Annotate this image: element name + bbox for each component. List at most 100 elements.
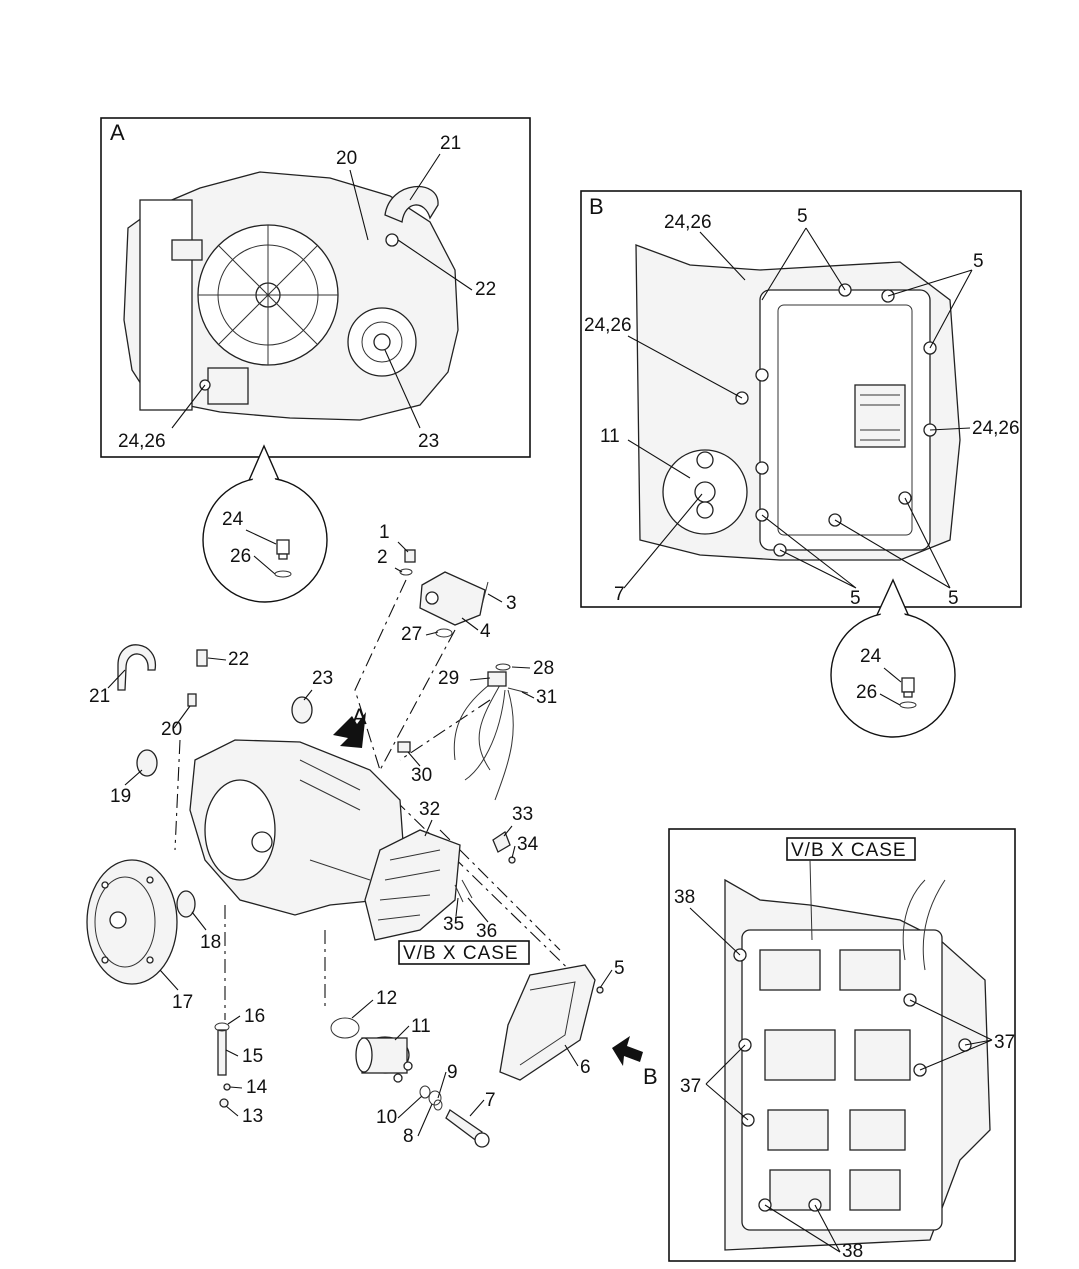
callout-b-24-26-top: 24,26 (664, 212, 712, 233)
wiring-harness (453, 671, 514, 801)
callout-vb-38-top: 38 (674, 887, 695, 908)
callout-20: 20 (161, 719, 182, 740)
callout-17: 17 (172, 992, 193, 1013)
torque-converter (86, 859, 178, 985)
callout-23: 23 (312, 668, 333, 689)
union-bolt-head (474, 1132, 490, 1148)
vb-case-label-box (398, 940, 530, 965)
view-arrow-a (333, 712, 366, 748)
bolt-13 (219, 1098, 229, 1108)
callout-a-21: 21 (440, 133, 461, 154)
sensor (419, 571, 486, 626)
callout-13: 13 (242, 1106, 263, 1127)
gasket-8 (428, 1090, 442, 1106)
callout-4: 4 (480, 621, 491, 642)
view-label-b: B (643, 1064, 658, 1089)
callout-30: 30 (411, 765, 432, 786)
gasket-10 (419, 1085, 431, 1099)
callout-35: 35 (443, 914, 464, 935)
callout-22: 22 (228, 649, 249, 670)
oil-seal (291, 696, 313, 724)
callout-19: 19 (110, 786, 131, 807)
callout-b-7: 7 (614, 584, 625, 605)
callout-vb-37-right: 37 (994, 1032, 1015, 1053)
detail-bubble-b: 24 26 (830, 578, 956, 738)
panel-b-detail: B 24,26 24,26 24,26 5 5 (580, 190, 1022, 609)
oil-pipe (117, 644, 156, 691)
detail-bubble-a: 24 26 (202, 444, 328, 603)
callout-b-5-bottom-left: 5 (850, 588, 861, 609)
callout-33: 33 (512, 804, 533, 825)
washer-2 (399, 568, 413, 576)
callout-a-22: 22 (475, 279, 496, 300)
callout-3: 3 (506, 593, 517, 614)
callout-36: 36 (476, 921, 497, 942)
clamp-30 (397, 741, 411, 753)
callout-2: 2 (377, 547, 388, 568)
washer-14 (223, 1083, 231, 1091)
callout-11: 11 (411, 1016, 431, 1037)
callout-b-24-26-right: 24,26 (972, 418, 1020, 439)
callout-21: 21 (89, 686, 110, 707)
callout-32: 32 (419, 799, 440, 820)
transaxle-case (189, 739, 406, 916)
callout-a-20: 20 (336, 148, 357, 169)
panel-vb-case-detail: V/B X CASE 38 37 37 38 (668, 828, 1016, 1262)
oil-pan (499, 964, 596, 1081)
callout-28: 28 (533, 658, 554, 679)
callout-bubble-a-26: 26 (230, 546, 251, 567)
callout-31: 31 (536, 687, 557, 708)
callout-b-5-bottom-right: 5 (948, 588, 959, 609)
bolts-35-36 (454, 879, 473, 903)
callout-b-24-26-left: 24,26 (584, 315, 632, 336)
callout-5: 5 (614, 958, 625, 979)
exploded-view: A B V/B X CASE 1 2 3 4 5 6 7 8 9 10 11 1… (86, 522, 658, 1148)
callout-12: 12 (376, 988, 397, 1009)
oil-cooler (355, 1036, 413, 1083)
callout-a-23: 23 (418, 431, 439, 452)
callout-9: 9 (447, 1062, 458, 1083)
callout-15: 15 (242, 1046, 263, 1067)
callout-29: 29 (438, 668, 459, 689)
o-ring-12 (330, 1017, 360, 1039)
o-ring-16 (214, 1022, 230, 1032)
callout-8: 8 (403, 1126, 414, 1147)
bolt-3 (481, 581, 489, 606)
callout-a-24-26: 24,26 (118, 431, 166, 452)
callout-14: 14 (246, 1077, 268, 1098)
oil-seal-18 (176, 890, 196, 918)
vb-panel-title-box (786, 837, 916, 861)
view-arrow-b (612, 1036, 643, 1066)
callout-18: 18 (200, 932, 221, 953)
callout-6: 6 (580, 1057, 591, 1078)
view-label-a: A (352, 704, 367, 729)
callout-1: 1 (379, 522, 390, 543)
panel-a-detail: A 20 21 22 23 24,26 (100, 117, 531, 458)
callout-vb-38-bottom: 38 (842, 1241, 863, 1262)
panel-a-letter: A (110, 120, 125, 145)
transaxle-drawing-a (123, 171, 459, 421)
clip (196, 649, 208, 667)
clip-28 (495, 663, 511, 671)
callout-34: 34 (517, 834, 539, 855)
transaxle-drawing-b (635, 244, 961, 561)
callout-7: 7 (485, 1090, 496, 1111)
plug (187, 693, 197, 707)
bracket-31 (507, 687, 529, 694)
callout-bubble-b-26: 26 (856, 682, 877, 703)
oil-seal-19 (136, 749, 158, 777)
gasket-9 (433, 1099, 443, 1111)
bracket-33 (492, 831, 511, 853)
vb-panel-title: V/B X CASE (791, 840, 907, 861)
callout-bubble-a-24: 24 (222, 509, 244, 530)
callout-b-5-top-right: 5 (973, 251, 984, 272)
callout-b-5-top: 5 (797, 206, 808, 227)
callout-vb-37-left: 37 (680, 1076, 701, 1097)
callout-27: 27 (401, 624, 422, 645)
vb-case-label: V/B X CASE (403, 943, 519, 964)
bolt-5 (596, 986, 604, 994)
dipstick-tube (217, 1029, 227, 1076)
callout-16: 16 (244, 1006, 265, 1027)
valve-body-drawing (724, 859, 991, 1251)
